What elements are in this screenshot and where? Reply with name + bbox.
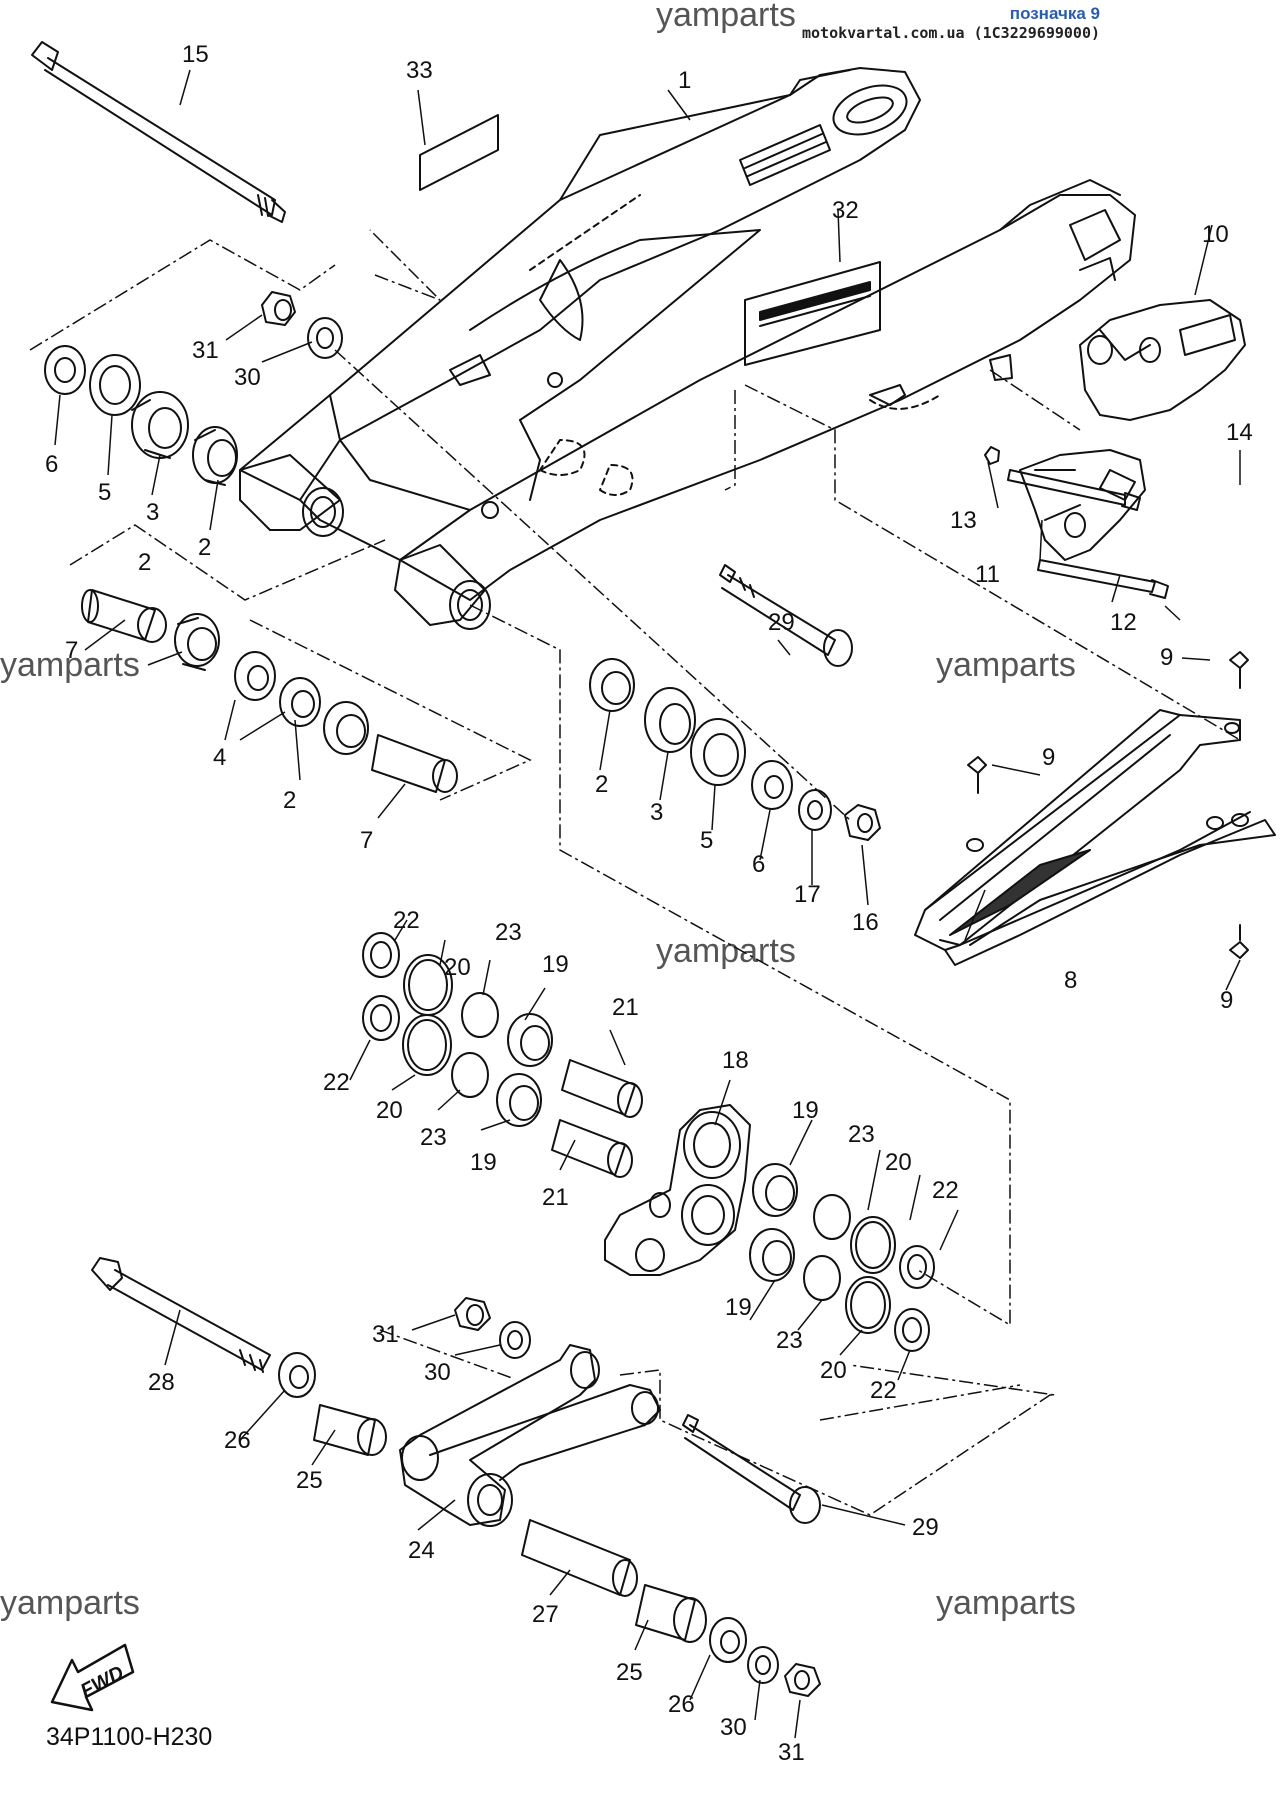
callout-5: 5: [98, 479, 111, 506]
watermark: yamparts: [656, 932, 796, 970]
callout-21: 21: [612, 994, 639, 1021]
relay-arm-part: [604, 1104, 751, 1276]
callout-6: 6: [45, 451, 58, 478]
bearing-washer-group-top-left: [44, 291, 343, 486]
callout-20: 20: [444, 954, 471, 981]
callout-2: 2: [595, 771, 608, 798]
callout-23: 23: [495, 919, 522, 946]
callout-10: 10: [1202, 221, 1229, 248]
watermark: yamparts: [0, 1584, 140, 1622]
callout-28: 28: [148, 1369, 175, 1396]
callout-2: 2: [198, 534, 211, 561]
fwd-arrow-icon: [50, 1643, 135, 1712]
callout-22: 22: [323, 1069, 350, 1096]
diagram-code: 34P1100-H230: [46, 1723, 213, 1751]
callout-5: 5: [700, 827, 713, 854]
callout-2: 2: [138, 549, 151, 576]
pivot-shaft-part: [31, 41, 286, 223]
callout-32: 32: [832, 197, 859, 224]
watermark: yamparts: [936, 646, 1076, 684]
watermark: yamparts: [0, 646, 140, 684]
callout-14: 14: [1226, 419, 1253, 446]
relay-arm-bearings-right: [749, 1163, 935, 1352]
watermark: yamparts: [936, 1584, 1076, 1622]
callout-30: 30: [720, 1714, 747, 1741]
collar-bearing-group-left: [81, 589, 458, 793]
label-decal-part: [419, 114, 499, 191]
callout-22: 22: [393, 907, 420, 934]
callout-17: 17: [794, 881, 821, 908]
callout-23: 23: [776, 1327, 803, 1354]
callout-31: 31: [192, 337, 219, 364]
chain-slider-part: [914, 651, 1276, 966]
watermark: yamparts: [656, 0, 796, 34]
callout-22: 22: [932, 1177, 959, 1204]
callout-7: 7: [65, 637, 78, 664]
relay-arm-seals-group: [362, 932, 643, 1178]
callout-18: 18: [722, 1047, 749, 1074]
callout-29: 29: [912, 1514, 939, 1541]
callout-13: 13: [950, 507, 977, 534]
callout-30: 30: [234, 364, 261, 391]
callout-23: 23: [420, 1124, 447, 1151]
callout-15: 15: [182, 41, 209, 68]
label-decal-part: [744, 261, 881, 366]
callout-16: 16: [852, 909, 879, 936]
callout-33: 33: [406, 57, 433, 84]
header-site: motokvartal.com.ua (1C3229699000): [801, 24, 1100, 42]
callout-7: 7: [360, 827, 373, 854]
callout-2: 2: [283, 787, 296, 814]
callout-19: 19: [542, 951, 569, 978]
callout-20: 20: [820, 1357, 847, 1384]
callout-12: 12: [1110, 609, 1137, 636]
bearing-group-right: [589, 658, 881, 841]
callout-1: 1: [678, 67, 691, 94]
callout-31: 31: [372, 1321, 399, 1348]
callout-19: 19: [725, 1294, 752, 1321]
callout-20: 20: [885, 1149, 912, 1176]
callout-11: 11: [975, 561, 1000, 588]
connecting-rod-group: [91, 1257, 531, 1456]
callout-leaders: [54, 69, 1241, 1739]
callout-3: 3: [146, 499, 159, 526]
callout-8: 8: [1064, 967, 1077, 994]
callout-26: 26: [224, 1427, 251, 1454]
assembly-guide-lines: [29, 229, 1241, 1516]
callout-27: 27: [532, 1601, 559, 1628]
callout-6: 6: [752, 851, 765, 878]
bolt-29-part: [719, 564, 853, 667]
callout-24: 24: [408, 1537, 435, 1564]
chain-puller-part: [1079, 299, 1246, 421]
callout-19: 19: [792, 1097, 819, 1124]
callout-29: 29: [768, 609, 795, 636]
callout-21: 21: [542, 1184, 569, 1211]
callout-23: 23: [848, 1121, 875, 1148]
callout-9: 9: [1042, 744, 1055, 771]
callout-25: 25: [616, 1659, 643, 1686]
callout-20: 20: [376, 1097, 403, 1124]
callout-25: 25: [296, 1467, 323, 1494]
swingarm-part: [239, 67, 1136, 630]
callout-9: 9: [1220, 987, 1233, 1014]
callout-4: 4: [213, 744, 226, 771]
callout-numbers: 1 2 2 2 2 3 3 4 5 5 6 6 7 7 8 9 9 9 10 1…: [45, 41, 1253, 1766]
callout-26: 26: [668, 1691, 695, 1718]
connecting-rod-lower-group: [521, 1414, 821, 1697]
callout-9: 9: [1160, 644, 1173, 671]
callout-3: 3: [650, 799, 663, 826]
callout-31: 31: [778, 1739, 805, 1766]
chain-guide-part: [984, 446, 1169, 599]
header-note: позначка 9: [1009, 4, 1100, 23]
callout-19: 19: [470, 1149, 497, 1176]
callout-30: 30: [424, 1359, 451, 1386]
callout-22: 22: [870, 1377, 897, 1404]
